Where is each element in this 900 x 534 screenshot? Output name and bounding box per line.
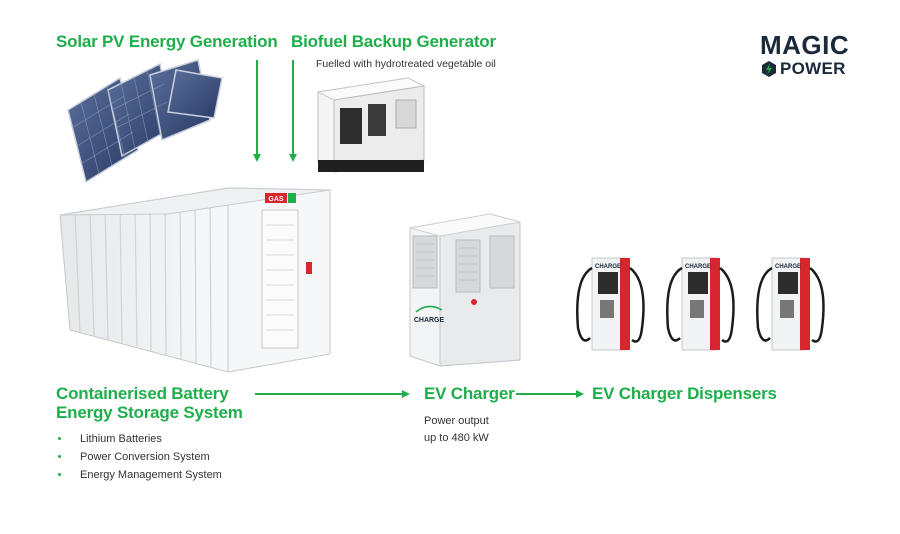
ev-power-line2: up to 480 kW bbox=[424, 432, 489, 444]
ev-charger-heading: EV Charger bbox=[424, 384, 515, 403]
list-item: Energy Management System bbox=[58, 466, 222, 484]
dispenser-2-image: CHARGE bbox=[666, 257, 735, 351]
dispenser-1-label: CHARGE bbox=[595, 264, 621, 270]
list-item: Lithium Batteries bbox=[58, 430, 222, 448]
dispenser-1-image: CHARGE bbox=[576, 257, 645, 351]
logo-line1: MAGIC bbox=[760, 30, 850, 60]
battery-heading-line1: Containerised Battery bbox=[56, 384, 229, 403]
list-item: Power Conversion System bbox=[58, 448, 222, 466]
battery-heading-line2: Energy Storage System bbox=[56, 403, 243, 422]
bolt-cube-icon bbox=[762, 61, 776, 77]
charger-brand-label: CHARGE bbox=[414, 317, 445, 324]
biofuel-generator-image bbox=[316, 77, 426, 173]
biofuel-subtext: Fuelled with hydrotreated vegetable oil bbox=[316, 58, 496, 70]
solar-heading: Solar PV Energy Generation bbox=[56, 32, 278, 51]
ev-charger-image: CHARGE bbox=[409, 213, 521, 367]
gas-sign bbox=[265, 193, 287, 203]
dispensers-heading: EV Charger Dispensers bbox=[592, 384, 777, 403]
dispenser-3-image: CHARGE bbox=[756, 257, 825, 351]
logo-line2: POWER bbox=[780, 59, 846, 78]
battery-container-image: GAS bbox=[59, 187, 331, 373]
biofuel-heading: Biofuel Backup Generator bbox=[291, 32, 496, 51]
solar-panels-image bbox=[67, 59, 223, 184]
dispenser-2-label: CHARGE bbox=[685, 264, 711, 270]
magic-power-logo: MAGIC POWER bbox=[760, 32, 860, 78]
ev-power-line1: Power output bbox=[424, 415, 489, 427]
dispenser-3-label: CHARGE bbox=[775, 264, 801, 270]
battery-components-list: Lithium Batteries Power Conversion Syste… bbox=[58, 430, 222, 484]
gas-sign-label: GAS bbox=[268, 196, 284, 203]
